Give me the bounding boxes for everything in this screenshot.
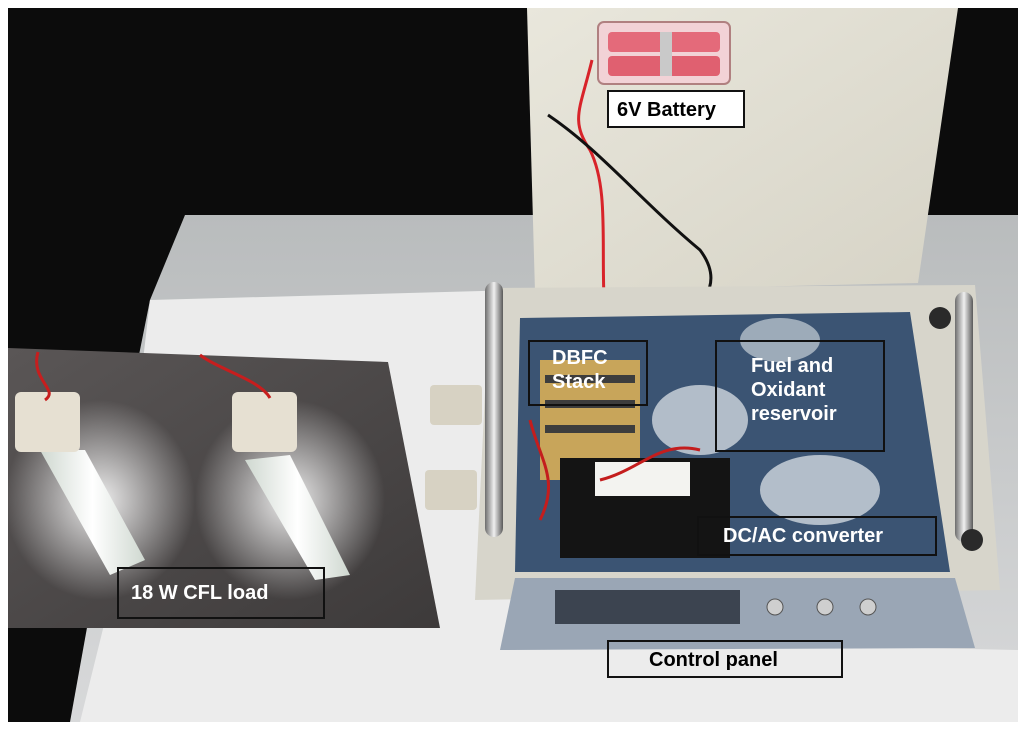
battery-wire-red xyxy=(577,59,607,321)
lamp-socket-2 xyxy=(232,392,297,452)
connector-1 xyxy=(430,385,482,425)
left-handle xyxy=(485,282,503,537)
switch-1 xyxy=(766,598,784,616)
converter-label-text: DC/AC converter xyxy=(723,525,884,547)
reservoir-label: Fuel and Oxidant reservoir xyxy=(715,340,885,452)
connector-2 xyxy=(425,470,477,510)
control-panel-label-text: Control panel xyxy=(649,649,778,671)
converter-label: DC/AC converter xyxy=(697,516,937,556)
reservoir-bottle-1 xyxy=(652,385,748,455)
dbfc-stack-label: DBFC Stack xyxy=(528,340,648,406)
cfl-tube-2 xyxy=(245,455,350,580)
reservoir-label-line3: reservoir xyxy=(751,403,837,425)
switch-2 xyxy=(816,598,834,616)
dbfc-stack-label-line2: Stack xyxy=(552,371,606,393)
right-handle xyxy=(955,292,973,542)
cfl-label-text: 18 W CFL load xyxy=(131,582,269,604)
control-panel-label: Control panel xyxy=(607,640,843,678)
switch-3 xyxy=(859,598,877,616)
reservoir-bottle-2 xyxy=(760,455,880,525)
cfl-label: 18 W CFL load xyxy=(117,567,325,619)
lamp-socket-1 xyxy=(15,392,80,452)
reservoir-label-line1: Fuel and xyxy=(751,355,834,377)
dbfc-stack-label-line1: DBFC xyxy=(552,347,608,369)
display-window xyxy=(555,590,740,624)
battery-label: 6V Battery xyxy=(607,90,745,128)
converter-sticker xyxy=(595,462,690,496)
battery-label-text: 6V Battery xyxy=(617,99,716,121)
reservoir-label-line2: Oxidant xyxy=(751,379,826,401)
cfl-tube-1 xyxy=(40,450,145,575)
